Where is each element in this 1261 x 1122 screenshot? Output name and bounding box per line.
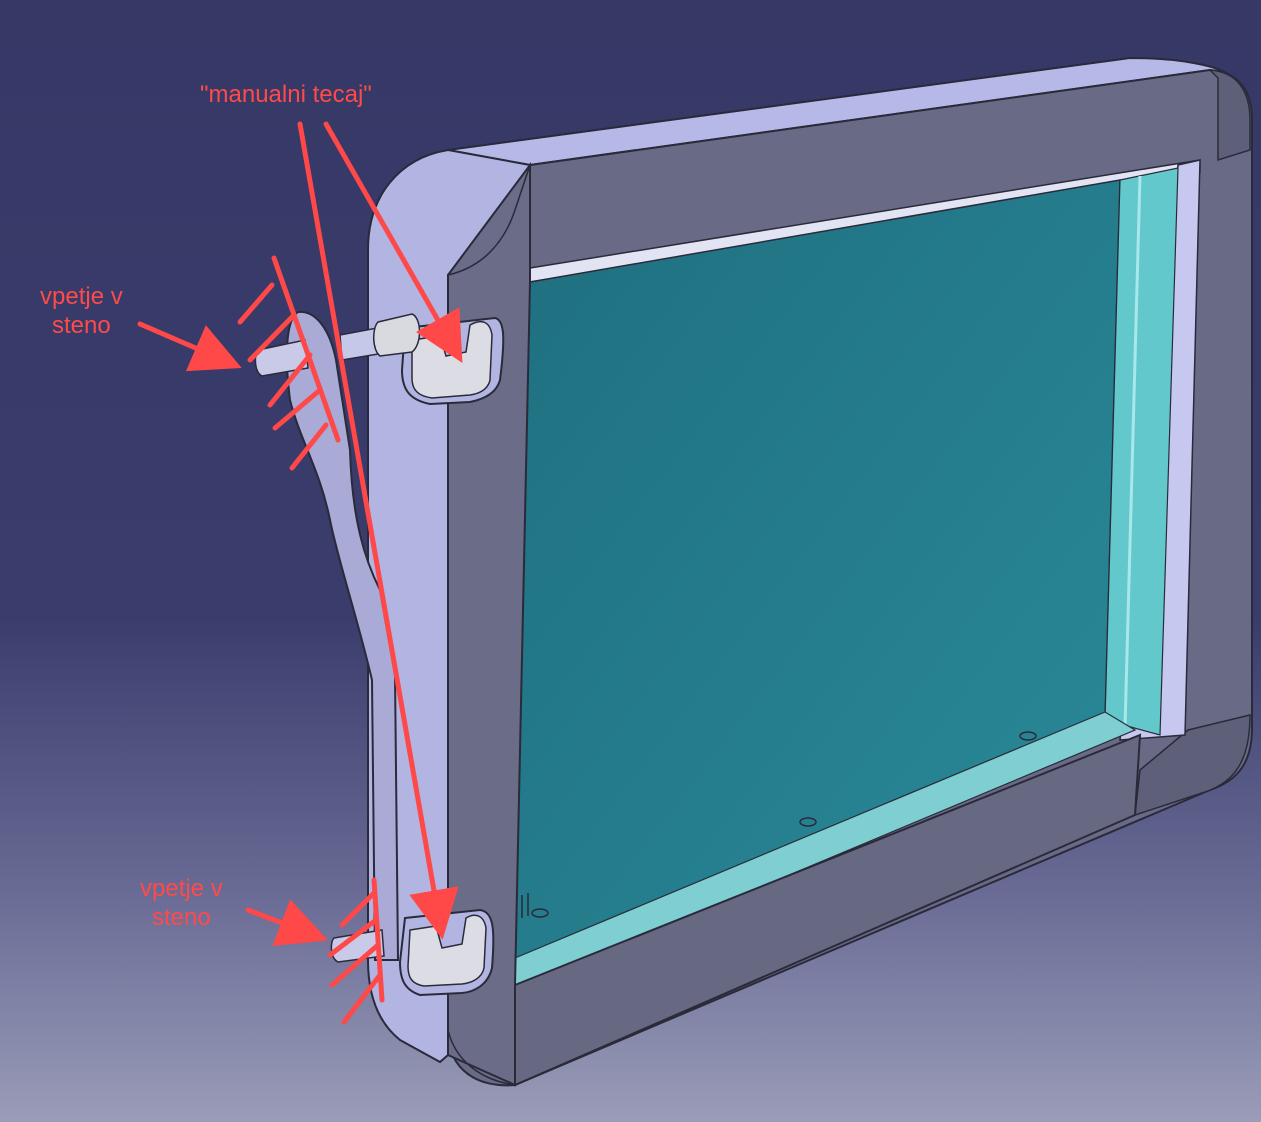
annotation-wall-mount-bottom-line1: vpetje v xyxy=(140,875,223,902)
frame-edge-fillet xyxy=(447,1029,516,1086)
arrow-hinge-to-top-slot xyxy=(323,121,463,364)
frame-edge-fillet xyxy=(447,164,531,276)
frame-corner-top-right xyxy=(1208,69,1251,162)
frame-corner-bottom-right xyxy=(1134,714,1251,817)
annotation-wall-mount-top-line1: vpetje v xyxy=(40,283,123,310)
arrow-hinge-to-bottom-slot xyxy=(297,121,459,940)
wall-bracket-arm xyxy=(285,310,400,961)
small-pin xyxy=(521,893,529,918)
bead-hole xyxy=(1019,731,1037,741)
wall-hatch-bottom xyxy=(327,877,385,1025)
annotation-wall-mount-bottom: vpetje v steno xyxy=(140,874,223,932)
arrow-mount-top xyxy=(137,321,242,372)
glass-edge-strip xyxy=(1104,167,1179,736)
annotation-wall-mount-bottom-line2: steno xyxy=(152,904,211,931)
glass-edge-line xyxy=(1123,175,1142,729)
annotation-wall-mount-top: vpetje v steno xyxy=(40,282,123,340)
annotation-wall-mount-top-line2: steno xyxy=(52,312,111,339)
annotation-hinge-label: "manualni tecaj" xyxy=(200,81,372,108)
bead-hole xyxy=(799,817,817,827)
arrow-mount-bottom xyxy=(245,899,329,946)
bead-hole xyxy=(531,908,549,918)
annotation-arrows xyxy=(137,121,463,946)
wall-hatch-top xyxy=(237,255,341,471)
